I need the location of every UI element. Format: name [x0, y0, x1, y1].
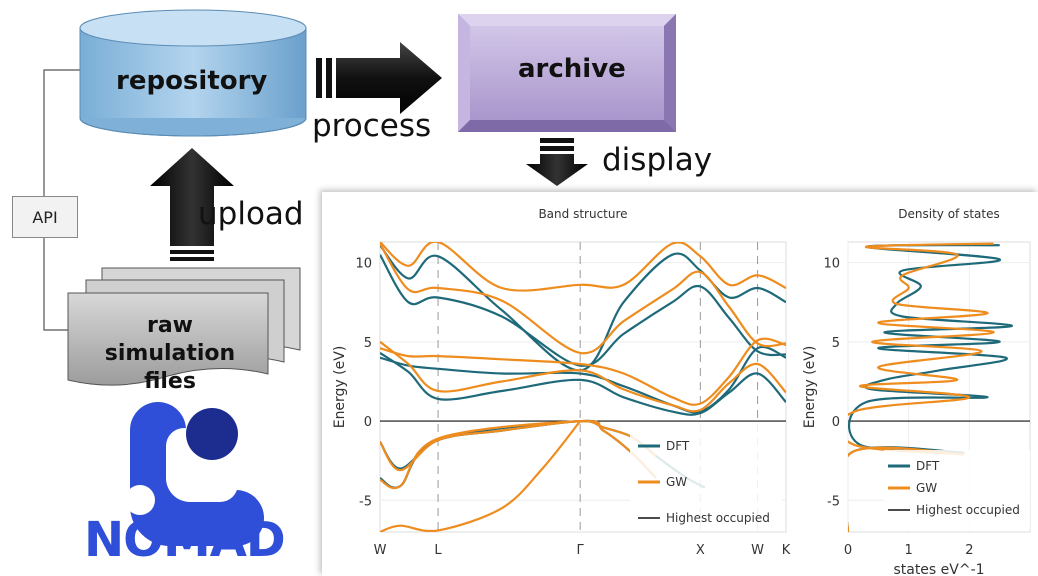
- y-tick-label: 5: [832, 336, 840, 351]
- process-arrow: [316, 42, 442, 114]
- dft-band-2: [380, 254, 786, 367]
- chart-title: Band structure: [538, 207, 627, 221]
- api-label: API: [32, 207, 58, 227]
- y-tick-label: -5: [827, 494, 840, 509]
- x-tick-label: K: [782, 543, 791, 558]
- raw-files-stack: [67, 267, 301, 386]
- x-tick-label: 2: [965, 543, 973, 558]
- legend-label-2: Highest occupied: [666, 511, 770, 525]
- x-tick-label: W: [751, 543, 764, 558]
- upload-label: upload: [198, 196, 304, 232]
- y-tick-label: 5: [364, 336, 372, 351]
- y-tick-label: 10: [823, 257, 840, 272]
- repository-label: repository: [116, 66, 268, 96]
- legend-label-2: Highest occupied: [916, 503, 1020, 517]
- gw-dos-line: [848, 242, 995, 532]
- display-label: display: [602, 142, 713, 178]
- x-tick-label: 1: [905, 543, 913, 558]
- api-connector: [43, 69, 82, 331]
- legend-label-1: GW: [916, 481, 937, 495]
- y-tick-label: -5: [359, 494, 372, 509]
- x-tick-label: X: [696, 543, 705, 558]
- display-arrow: [526, 138, 588, 186]
- repository-cylinder: [79, 9, 307, 137]
- gw-band-2: [380, 243, 786, 355]
- legend-label-1: GW: [666, 475, 687, 489]
- archive-box: [458, 14, 676, 132]
- y-axis-label: Energy (eV): [332, 346, 348, 429]
- raw-files-line2: files: [144, 369, 196, 394]
- band-structure-chart: Band structure -5 0 5 10W L Γ X W K DFT GW Highest o…: [332, 207, 791, 558]
- x-axis-label: states eV^-1: [893, 562, 984, 576]
- gw-band-4: [380, 419, 657, 472]
- dft-band-0: [380, 351, 786, 416]
- dft-band-3: [380, 244, 786, 372]
- raw-files-label: raw simulation files: [80, 312, 260, 396]
- plot-frame: [379, 241, 787, 533]
- gw-band-3: [380, 242, 786, 292]
- chart-title: Density of states: [898, 207, 999, 221]
- y-tick-label: 0: [364, 415, 372, 430]
- gw-band-6: [380, 420, 582, 532]
- upload-arrow: [150, 148, 234, 261]
- dos-chart: Density of states -5 0 5 10 0 1 2 DFT GW Highest o…: [802, 207, 1031, 576]
- api-box: API: [12, 196, 78, 238]
- y-axis-label: Energy (eV): [802, 346, 818, 429]
- y-tick-label: 10: [355, 257, 372, 272]
- raw-files-line1: raw simulation: [104, 313, 236, 366]
- legend-box: [630, 424, 782, 530]
- nomad-logo-text: NOMAD: [84, 512, 286, 568]
- archive-label: archive: [518, 54, 626, 84]
- process-label: process: [312, 108, 432, 144]
- x-tick-label: L: [434, 543, 442, 558]
- x-tick-label: 0: [844, 543, 852, 558]
- nomad-logo-mark: [125, 402, 264, 546]
- dft-band-1: [380, 345, 786, 414]
- gw-band-0: [380, 340, 786, 413]
- gw-band-1: [380, 337, 786, 406]
- dft-dos-line: [848, 244, 1013, 532]
- legend-box: [884, 450, 1030, 530]
- y-tick-label: 0: [832, 415, 840, 430]
- legend-label-0: DFT: [916, 459, 940, 473]
- x-tick-label: W: [374, 543, 387, 558]
- x-tick-label: Γ: [577, 543, 585, 558]
- legend-label-0: DFT: [666, 439, 690, 453]
